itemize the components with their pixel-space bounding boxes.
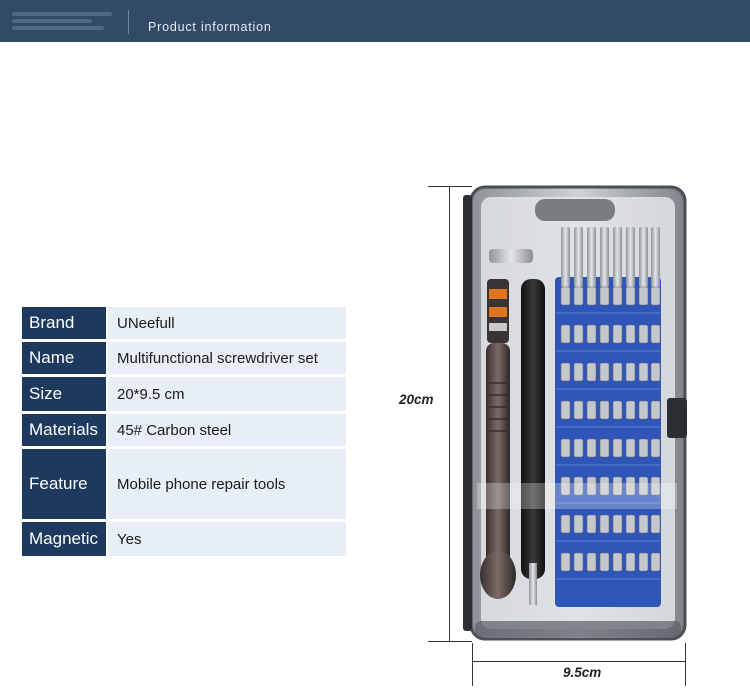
spec-key: Magnetic bbox=[22, 522, 106, 556]
width-dimension-tick-right bbox=[685, 643, 686, 686]
height-dimension-tick-bottom bbox=[428, 641, 472, 642]
spec-row-feature: Feature Mobile phone repair tools bbox=[22, 449, 346, 519]
spec-key: Feature bbox=[22, 449, 106, 519]
screwdriver-set-image bbox=[463, 185, 687, 641]
spec-table: Brand UNeefull Name Multifunctional scre… bbox=[22, 307, 346, 559]
spec-value: Multifunctional screwdriver set bbox=[108, 342, 346, 374]
width-label: 9.5cm bbox=[563, 665, 602, 680]
spec-row-materials: Materials 45# Carbon steel bbox=[22, 414, 346, 446]
header-bar: Product information bbox=[0, 0, 750, 42]
height-dimension-tick-top bbox=[428, 186, 472, 187]
spec-key: Materials bbox=[22, 414, 106, 446]
spec-value: Yes bbox=[108, 522, 346, 556]
spec-value: 20*9.5 cm bbox=[108, 377, 346, 411]
spec-row-magnetic: Magnetic Yes bbox=[22, 522, 346, 556]
spec-row-size: Size 20*9.5 cm bbox=[22, 377, 346, 411]
brand-logo bbox=[12, 9, 120, 33]
page-title: Product information bbox=[148, 20, 272, 34]
height-label: 20cm bbox=[399, 392, 434, 407]
width-dimension-tick-left bbox=[472, 643, 473, 686]
header-divider bbox=[128, 10, 129, 34]
spec-key: Size bbox=[22, 377, 106, 411]
width-dimension-line bbox=[472, 661, 686, 662]
spec-value: UNeefull bbox=[108, 307, 346, 339]
spec-row-name: Name Multifunctional screwdriver set bbox=[22, 342, 346, 374]
spec-row-brand: Brand UNeefull bbox=[22, 307, 346, 339]
spec-value: 45# Carbon steel bbox=[108, 414, 346, 446]
spec-key: Name bbox=[22, 342, 106, 374]
height-dimension-line bbox=[449, 186, 450, 642]
spec-value: Mobile phone repair tools bbox=[108, 449, 346, 519]
spec-key: Brand bbox=[22, 307, 106, 339]
